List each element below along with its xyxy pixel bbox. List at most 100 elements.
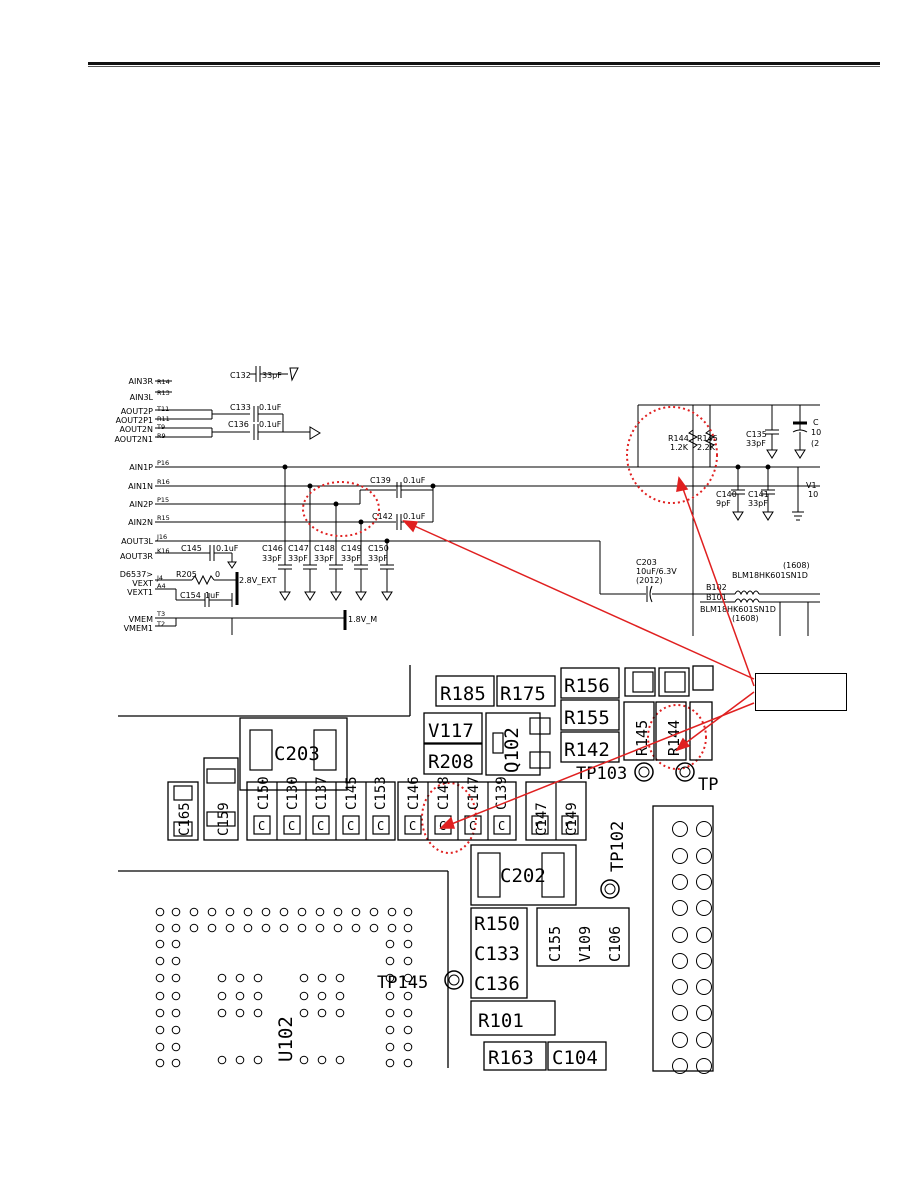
c148-value: 33pF [314, 554, 334, 563]
pcb-label-c202: C202 [500, 865, 546, 887]
pad-dot [315, 907, 325, 917]
pad-dot [155, 1058, 165, 1068]
pad-dot [299, 1008, 309, 1018]
c148-label: C148 [314, 544, 335, 553]
pad-dot [696, 900, 712, 916]
testpoint-rings [444, 762, 695, 990]
pad-dot [171, 1008, 181, 1018]
c139-value: 0.1uF [403, 476, 426, 485]
pad-dot [385, 1058, 395, 1068]
ferrite-part-bottom: BLM18HK601SN1D [700, 605, 776, 614]
pin-name: AOUT2P [121, 407, 153, 416]
pad-dot [672, 848, 688, 864]
pad-dot [403, 939, 413, 949]
schematic-labels: AIN3R R14 AIN3L R13 AOUT2P T11 AOUT2P1 R… [114, 371, 821, 633]
pin-number: K16 [157, 547, 170, 555]
pad-dot [317, 1008, 327, 1018]
pad-dot [297, 907, 307, 917]
header-rule [88, 62, 880, 65]
connector-pad-grid [672, 821, 712, 1074]
pad-dot [207, 923, 217, 933]
pad-dot [696, 874, 712, 890]
pad-dot [696, 848, 712, 864]
pad-dot [235, 1008, 245, 1018]
pad-dot [235, 1055, 245, 1065]
pad-dot [299, 991, 309, 1001]
pad-dot [261, 923, 271, 933]
pad-dot [672, 821, 688, 837]
pin-number: T2 [156, 620, 165, 628]
pad-dot [155, 956, 165, 966]
pad-dot [155, 1042, 165, 1052]
svg-text:C: C [347, 819, 354, 833]
pcb-label-c153: C153 [373, 776, 389, 810]
pin-number: A4 [157, 582, 166, 590]
pad-dot [387, 923, 397, 933]
pad-dot [235, 973, 245, 983]
c146-value: 33pF [262, 554, 282, 563]
svg-text:C: C [409, 819, 416, 833]
pad-dot [171, 907, 181, 917]
pad-dot [253, 1055, 263, 1065]
r205-label: R205 [176, 570, 197, 579]
pin-number: R15 [157, 514, 170, 522]
v-value-cut: 10 [808, 490, 818, 499]
pad-dot [297, 923, 307, 933]
pad-dot [279, 907, 289, 917]
pin-name: AIN3R [129, 377, 154, 386]
pad-dot [315, 923, 325, 933]
pin-name: AOUT3R [120, 552, 153, 561]
pcb-label-c146: C146 [406, 776, 422, 810]
pad-dot [369, 907, 379, 917]
c203-value: 10uF/6.3V [636, 567, 677, 576]
pcb-label-c147: C147 [534, 802, 550, 836]
pad-dot [253, 991, 263, 1001]
c140-label: C140 [716, 490, 737, 499]
pcb-label-c150: C150 [256, 776, 272, 810]
pad-dot [672, 1032, 688, 1048]
pad-dot [171, 973, 181, 983]
pin-number: P15 [157, 496, 169, 504]
pad-dot [672, 953, 688, 969]
b101-label: B101 [706, 593, 727, 602]
callout-arrows [402, 476, 755, 829]
pcb-label-c139: C139 [494, 776, 510, 810]
pad-dot [225, 907, 235, 917]
pad-dot [672, 1005, 688, 1021]
pad-dot [403, 1058, 413, 1068]
pcb-label-tp103: TP103 [576, 764, 627, 784]
pcb-label-r101: R101 [478, 1010, 524, 1032]
pad-dot [217, 1008, 227, 1018]
pad-dot [403, 991, 413, 1001]
c203-label: C203 [636, 558, 657, 567]
c133-label: C133 [230, 403, 251, 412]
pcb-label-u102: U102 [275, 1016, 297, 1062]
pad-dot [385, 1025, 395, 1035]
cap-label-cut: C [813, 418, 819, 427]
net-2v8-ext: 2.8V_EXT [239, 576, 277, 585]
pad-dot [335, 991, 345, 1001]
pad-dot [155, 907, 165, 917]
pcb-label-tp-cut: TP [698, 775, 718, 795]
pad-dot [261, 907, 271, 917]
r144-label: R144 [668, 434, 689, 443]
pad-dot [189, 923, 199, 933]
pad-dot [696, 1058, 712, 1074]
pad-dot [155, 991, 165, 1001]
ferrite-package-top: (1608) [783, 561, 810, 570]
pin-name: AOUT3L [121, 537, 153, 546]
pcb-label-c130: C130 [285, 776, 301, 810]
c150-label: C150 [368, 544, 389, 553]
c141-label: C141 [748, 490, 769, 499]
pad-dot [672, 979, 688, 995]
pad-dot [335, 1008, 345, 1018]
pcb-label-r145: R145 [633, 720, 651, 756]
pin-name: AIN1P [129, 463, 153, 472]
pad-dot [317, 1055, 327, 1065]
pin-name: D6537> [120, 570, 153, 579]
pad-dot [171, 1025, 181, 1035]
ferrite-part-top: BLM18HK601SN1D [732, 571, 808, 580]
pin-name: AOUT2N [120, 425, 153, 434]
pad-dot [335, 973, 345, 983]
